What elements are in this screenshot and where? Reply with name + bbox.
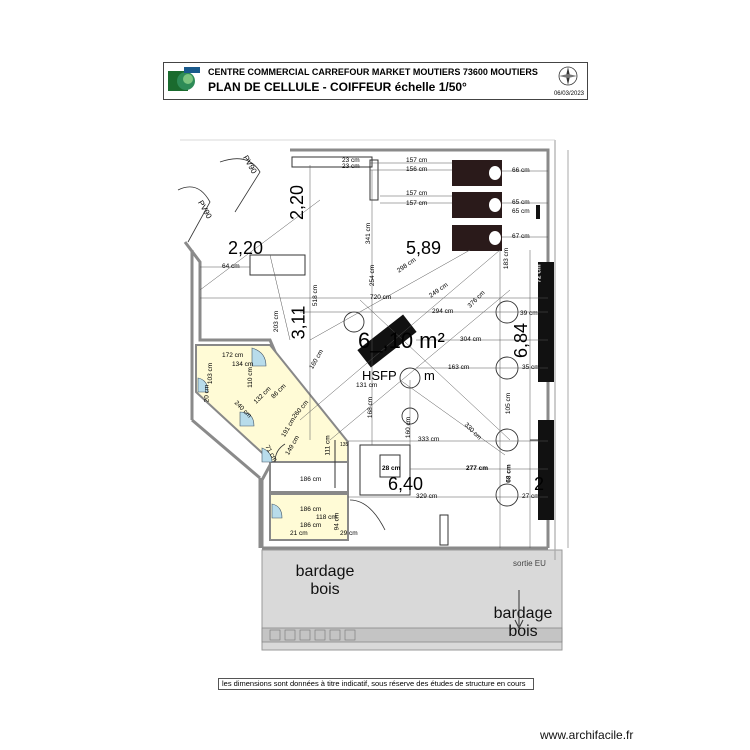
bardage-label-right: bardage bois [493,605,553,640]
dim-text: 111 cm [324,435,332,456]
dim-label-589: 5,89 [406,238,442,258]
right-partial-label-1: 6,84 [511,322,532,359]
dim-text: 23 cm [342,157,360,164]
dim-text: 156 cm [406,166,428,173]
dim-text: 28 cm [382,465,401,472]
dim-text: 20 cm [203,384,211,403]
sanitary-fixtures [197,347,283,519]
dim-text: 157 cm [406,190,428,197]
dim-text: 64 cm [222,263,240,270]
styling-stations [452,160,554,520]
dim-text: 186 cm [300,506,322,513]
hsfp-suffix: m [424,368,435,383]
room-area: 6_,10 m² [358,328,445,353]
dim-text: 21 cm [290,530,308,537]
dim-text: 66 cm [535,394,543,413]
door-swings [177,158,386,531]
dim-text: 157 cm [406,200,428,207]
dim-text: 29 cm [340,530,358,537]
right-partial-label-2: 2 [534,474,545,494]
dim-text: 277 cm [466,465,489,472]
dim-text: 131 cm [356,382,378,389]
dim-text: 118 cm [316,514,337,521]
bardage-label-left: bardage bois [295,563,355,598]
dim-text: 341 cm [365,222,373,245]
dim-text: 110 cm [246,367,254,388]
dim-text: 294 cm [432,308,454,315]
arrow-down-icon [514,590,524,630]
dim-label-220-horizontal: 2,20 [228,238,264,258]
dim-text: 329 cm [416,493,438,500]
dim-text: 68 cm [505,464,513,483]
dim-text: 65 cm [512,208,530,215]
strip-hatches [269,629,356,641]
dim-text: 518 cm [312,284,320,307]
title-block: CENTRE COMMERCIAL CARREFOUR MARKET MOUTI… [163,62,588,100]
dim-text: 135 [340,442,349,448]
dim-text: 163 cm [448,364,470,371]
dim-text: 39 cm [520,310,538,317]
dim-text: 186 cm [300,476,322,483]
hsfp-label: HSFP [362,368,397,383]
dim-text: 65 cm [512,199,530,206]
dim-text: 23 cm [342,163,360,170]
dim-text: 186 cm [300,522,322,529]
dimension-lines [199,162,548,548]
dim-text: 157 cm [406,157,428,164]
dim-label-220-vertical: 2,20 [287,184,308,221]
north-compass-icon [558,66,578,86]
dim-text: 35 cm [522,364,540,371]
dim-text: 134 cm [232,361,254,368]
dim-text: 203 cm [273,310,281,333]
dim-text: 333 cm [418,436,440,443]
dim-text: 160 cm [405,416,413,439]
watermark-link[interactable]: www.archifacile.fr [540,728,634,742]
dim-text: 94 cm [333,512,341,531]
dim-text: 27 cm [522,493,540,500]
dim-text: 72 cm [535,264,543,283]
dim-text: 183 cm [503,247,511,270]
project-name: CENTRE COMMERCIAL CARREFOUR MARKET MOUTI… [208,67,538,77]
dim-text: 168 cm [367,396,375,419]
dim-text: 720 cm [370,294,392,301]
sortie-eu-label: sortie EU [513,559,546,568]
dim-text: 66 cm [512,167,530,174]
dim-text: 304 cm [460,336,482,343]
dim-text: 172 cm [222,352,244,359]
disclaimer-note: les dimensions sont données à titre indi… [218,678,534,690]
dim-label-640: 6,40 [388,474,424,494]
dim-label-311: 3,11 [288,305,309,340]
dim-text: 103 cm [207,362,215,385]
exterior-walls [183,148,550,550]
bardage-strip [261,627,563,643]
dim-text: 105 cm [505,392,513,415]
company-logo [166,65,202,97]
plan-date: 06/03/2023 [553,91,584,97]
partitions [249,156,548,546]
dim-text: 254 cm [369,264,377,287]
wc-room-2 [269,493,349,541]
dim-text: 67 cm [512,233,530,240]
plan-title: PLAN DE CELLULE - COIFFEUR échelle 1/50° [208,80,467,94]
